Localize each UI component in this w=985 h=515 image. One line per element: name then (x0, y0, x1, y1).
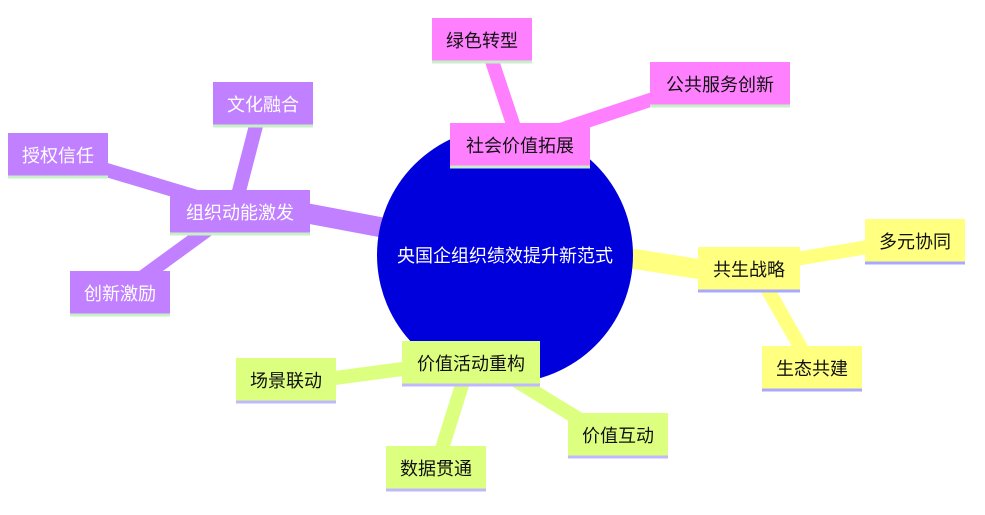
node-label-green-transition: 绿色转型 (446, 31, 518, 52)
root-node: 央国企组织绩效提升新范式 (377, 127, 633, 383)
node-box-public-service (650, 62, 790, 106)
node-label-org: 组织动能激发 (186, 203, 294, 224)
connector-root-symbiosis (618, 248, 715, 280)
branch-symbiosis: 共生战略 多元协同 生态共建 (698, 219, 965, 392)
node-box-value (402, 341, 540, 385)
node-box-eco (762, 346, 862, 390)
node-label-interact: 价值互动 (582, 426, 654, 447)
node-label-eco: 生态共建 (776, 359, 848, 380)
node-label-data: 数据贯通 (400, 459, 472, 480)
node-box-data (386, 446, 486, 490)
branch-value-activity: 价值活动重构 场景联动 数据贯通 价值互动 (236, 341, 668, 492)
node-label-value: 价值活动重构 (417, 354, 525, 375)
node-box-symbiosis (698, 247, 800, 291)
connector-social-green (483, 48, 522, 137)
branch-org-momentum: 组织动能激发 文化融合 授权信任 创新激励 (8, 82, 313, 317)
node-label-multi: 多元协同 (879, 232, 951, 253)
node-box-trust (8, 133, 108, 177)
node-box-interact (568, 413, 668, 457)
node-label-incentive: 创新激励 (84, 284, 156, 305)
root-label: 央国企组织绩效提升新范式 (397, 246, 613, 267)
node-box-green-transition (432, 18, 532, 62)
node-box-incentive (70, 271, 170, 315)
node-box-multi (865, 219, 965, 263)
node-label-public-service: 公共服务创新 (666, 75, 774, 96)
connector-org-culture (231, 111, 265, 202)
branch-social-value: 社会价值拓展 绿色转型 公共服务创新 (432, 18, 790, 169)
connector-symbiosis-eco (758, 278, 812, 362)
connector-value-data (433, 378, 469, 462)
node-box-culture (213, 82, 313, 126)
node-label-social: 社会价值拓展 (466, 136, 574, 157)
node-label-scene: 场景联动 (250, 371, 322, 392)
node-box-org (170, 190, 310, 234)
node-label-symbiosis: 共生战略 (713, 260, 785, 281)
node-box-social (450, 123, 590, 167)
node-label-trust: 授权信任 (22, 146, 94, 167)
node-label-culture: 文化融合 (227, 95, 299, 116)
node-box-scene (236, 358, 336, 402)
root-circle (377, 127, 633, 383)
connector-root-org (290, 202, 395, 238)
